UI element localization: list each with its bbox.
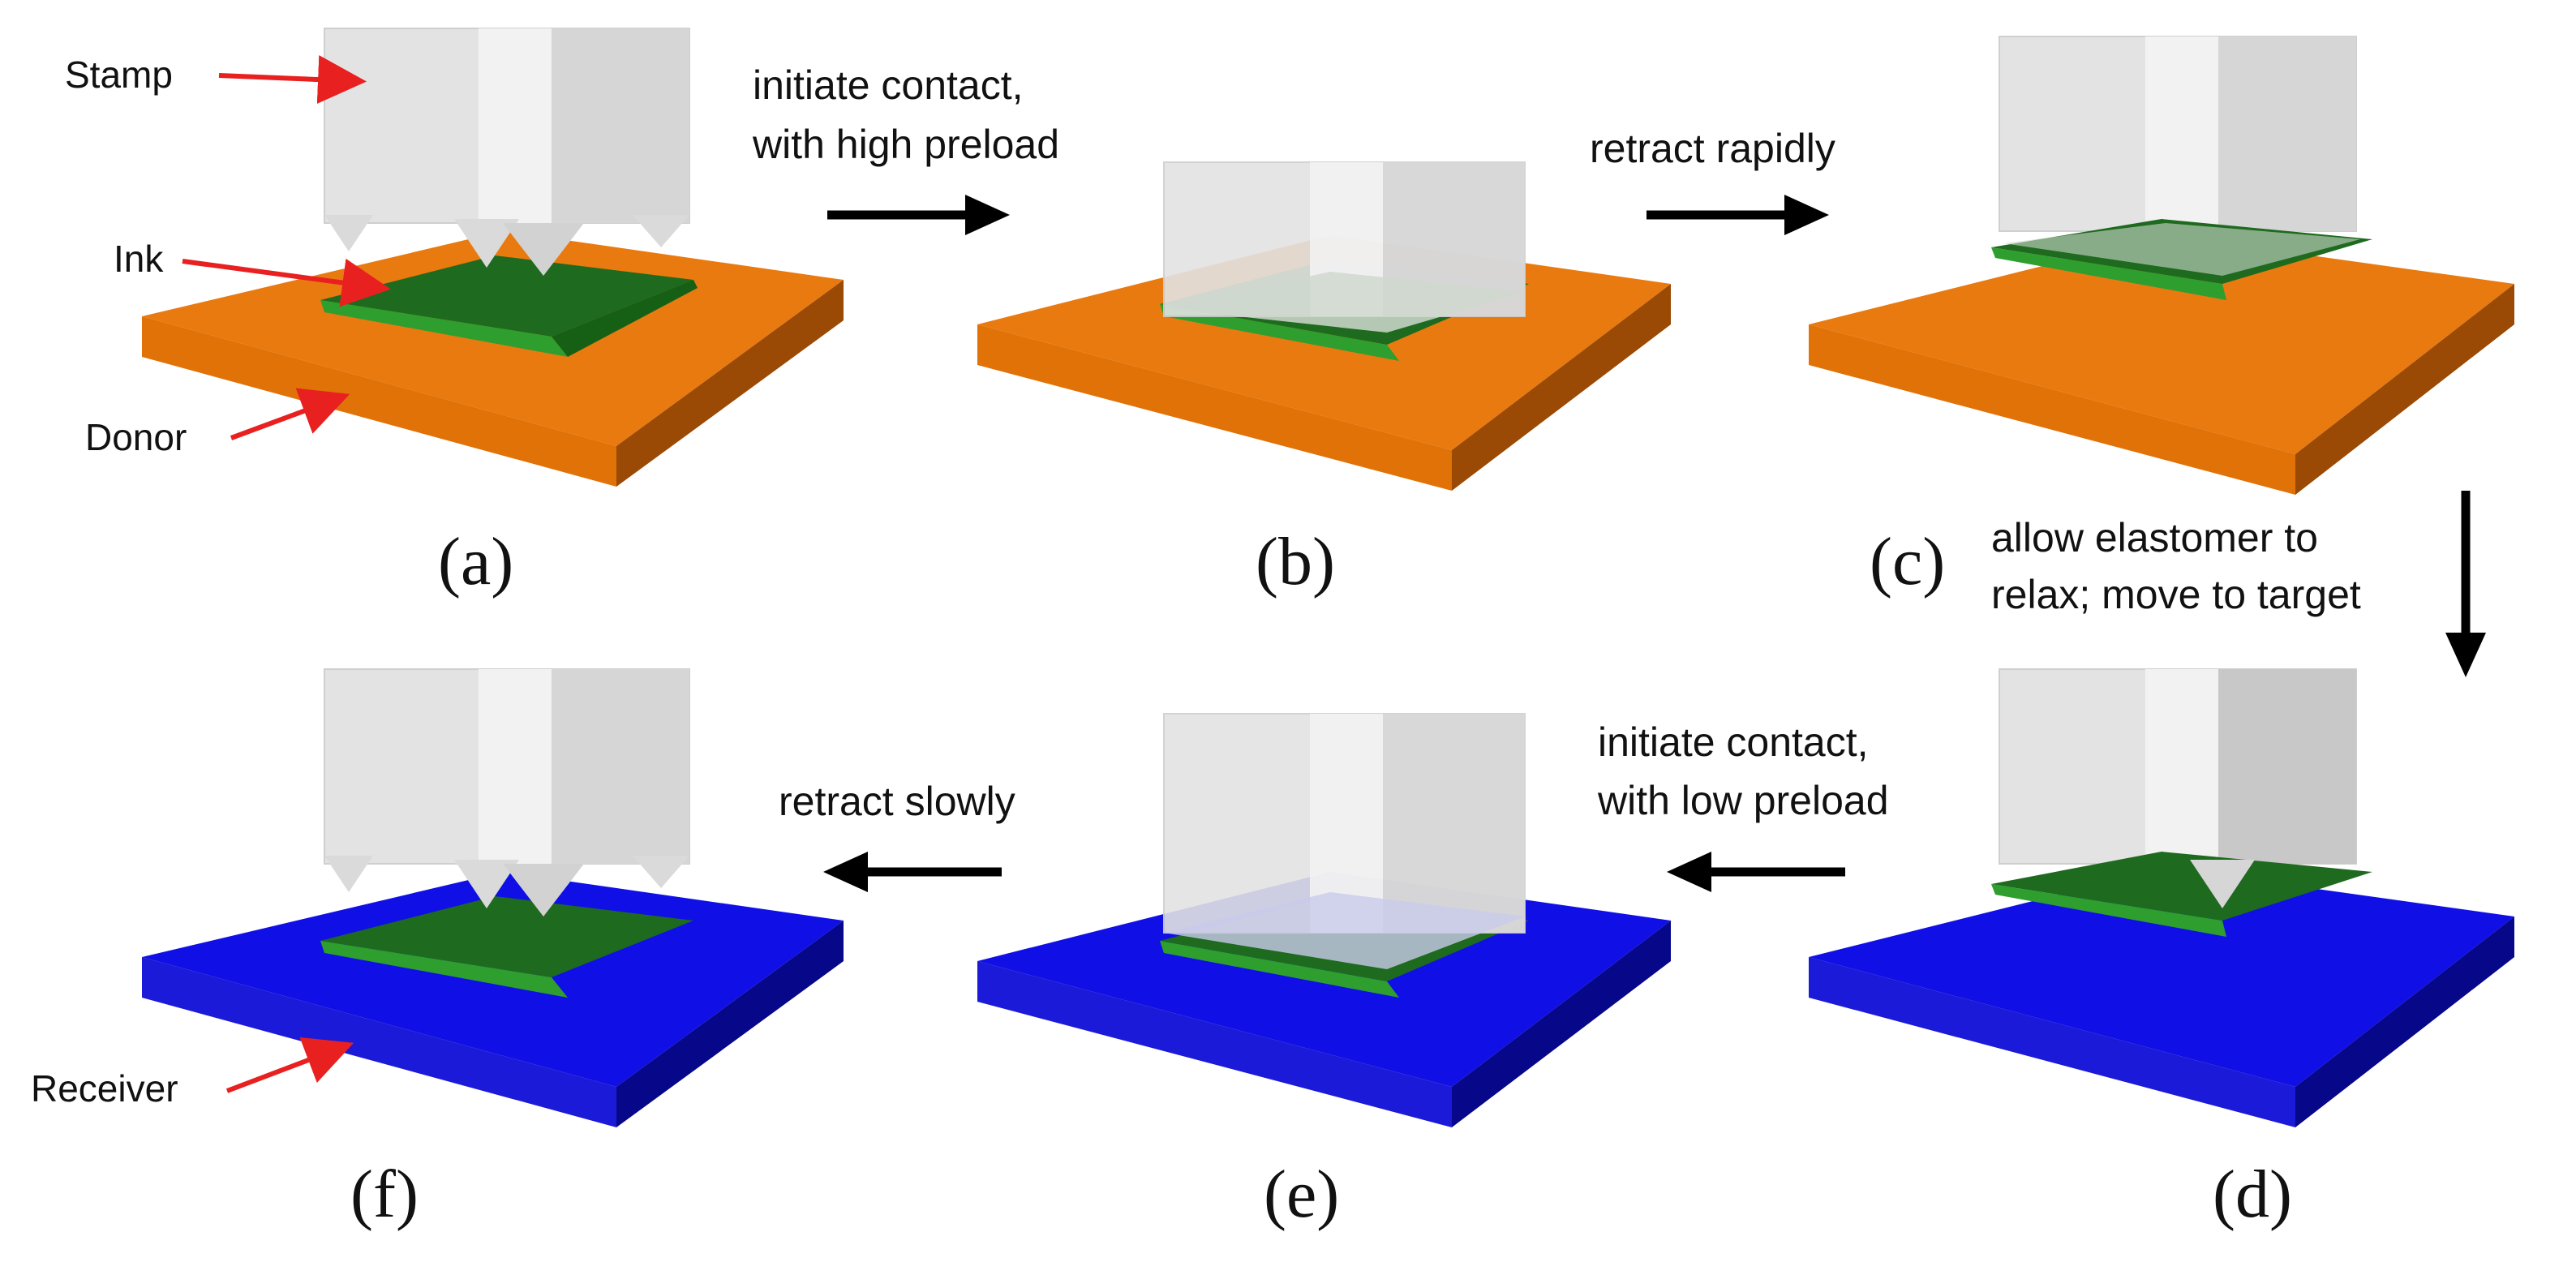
step-bc-line1: retract rapidly	[1590, 126, 1835, 171]
donor-slab	[1809, 235, 2514, 495]
panel-label-c: (c)	[1870, 524, 1945, 599]
panel-label-a: (a)	[438, 524, 513, 599]
stamp-block	[1999, 668, 2357, 865]
label-receiver: Receiver	[31, 1067, 178, 1110]
svg-text:Donor: Donor	[85, 416, 187, 458]
panel-f	[142, 668, 844, 1127]
ink-layer	[320, 896, 693, 998]
panel-e	[977, 713, 1671, 1127]
svg-text:retract slowly: retract slowly	[779, 779, 1015, 824]
step-cd-line1: allow elastomer to	[1991, 515, 2318, 560]
stamp-block	[324, 28, 690, 276]
step-ab-line1: initiate contact,	[753, 62, 1024, 108]
panel-label-b: (b)	[1256, 524, 1335, 599]
svg-text:(e): (e)	[1264, 1157, 1339, 1232]
svg-text:(b): (b)	[1256, 524, 1335, 599]
receiver-slab	[1809, 868, 2514, 1127]
process-arrow-ab	[827, 195, 1010, 235]
svg-text:relax; move to target: relax; move to target	[1991, 572, 2361, 617]
stamp-block	[1999, 36, 2357, 232]
svg-text:(c): (c)	[1870, 524, 1945, 599]
process-arrow-cd	[2445, 491, 2486, 677]
label-stamp: Stamp	[65, 54, 173, 96]
process-arrow-ef	[823, 852, 1002, 892]
svg-text:Stamp: Stamp	[65, 54, 173, 96]
ink-layer	[320, 255, 698, 357]
step-ab-line2: with high preload	[752, 122, 1059, 167]
label-donor: Donor	[85, 416, 187, 458]
panel-label-d: (d)	[2213, 1157, 2292, 1232]
process-arrow-bc	[1646, 195, 1829, 235]
svg-text:Receiver: Receiver	[31, 1067, 178, 1110]
stamp-block-pressed	[1163, 713, 1526, 969]
ink-layer-on-stamp	[1991, 852, 2372, 937]
stamp-block	[324, 668, 690, 917]
callout-receiver: Receiver	[31, 1037, 354, 1110]
stamp-block-pressed	[1163, 161, 1526, 333]
svg-text:(d): (d)	[2213, 1157, 2292, 1232]
panel-c	[1809, 36, 2514, 495]
step-ef-line1: retract slowly	[779, 779, 1015, 824]
panel-label-e: (e)	[1264, 1157, 1339, 1232]
svg-text:(f): (f)	[350, 1157, 419, 1232]
svg-text:(a): (a)	[438, 524, 513, 599]
callout-ink: Ink	[114, 238, 391, 307]
panel-label-f: (f)	[350, 1157, 419, 1232]
panel-a	[142, 28, 844, 487]
svg-text:retract rapidly: retract rapidly	[1590, 126, 1835, 171]
panel-b	[977, 161, 1671, 491]
step-de-line2: with low preload	[1597, 778, 1889, 823]
svg-text:allow elastomer to: allow elastomer to	[1991, 515, 2318, 560]
svg-text:with high preload: with high preload	[752, 122, 1059, 167]
callout-stamp: Stamp	[65, 54, 367, 104]
ink-layer-lifted	[1991, 219, 2372, 300]
callout-donor: Donor	[85, 388, 350, 458]
svg-text:initiate contact,: initiate contact,	[753, 62, 1024, 108]
panel-d	[1809, 668, 2514, 1127]
svg-text:initiate contact,: initiate contact,	[1598, 719, 1869, 765]
step-de-line1: initiate contact,	[1598, 719, 1869, 765]
label-ink: Ink	[114, 238, 164, 280]
svg-text:Ink: Ink	[114, 238, 164, 280]
svg-text:with low preload: with low preload	[1597, 778, 1889, 823]
step-cd-line2: relax; move to target	[1991, 572, 2361, 617]
process-arrow-de	[1667, 852, 1845, 892]
